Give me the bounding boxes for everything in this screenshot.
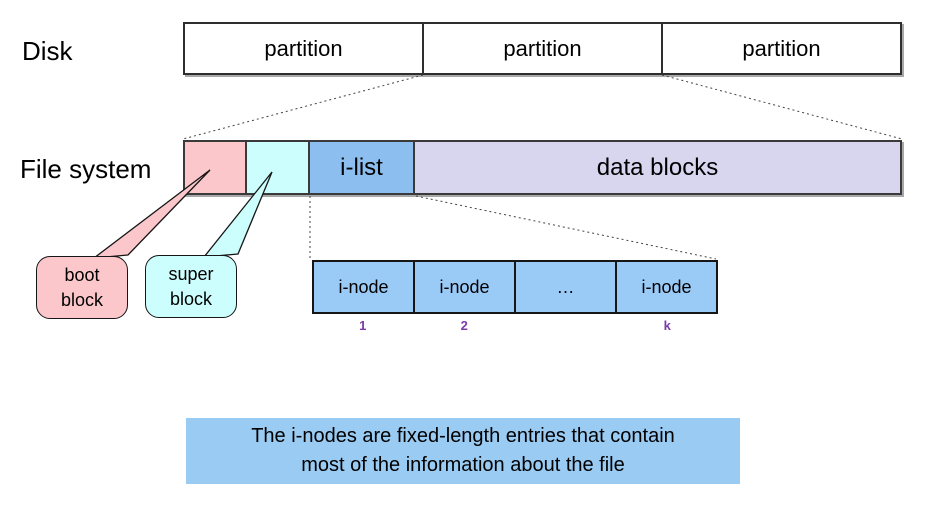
inode-cell-1: i-node (314, 262, 415, 312)
boot-block-callout: boot block (36, 256, 128, 319)
inode-note-line1: The i-nodes are fixed-length entries tha… (251, 425, 675, 447)
inode-index-row: 1 2 k (312, 318, 718, 333)
inode-index-1: 1 (359, 318, 367, 333)
data-blocks-segment-label: data blocks (596, 153, 719, 181)
partition-label: partition (503, 35, 582, 61)
data-blocks-segment: data blocks (415, 142, 900, 193)
ilist-to-inodes-right-dotted-line (415, 195, 717, 260)
inode-row: i-node i-node … i-node (312, 260, 718, 314)
inode-note-box: The i-nodes are fixed-length entries tha… (186, 418, 740, 484)
disk-box: partition partition partition (183, 22, 902, 75)
partition-label: partition (264, 35, 343, 61)
boot-callout-line2: block (60, 289, 104, 310)
inode-index-2: 2 (460, 318, 468, 333)
inode-cell-2: i-node (415, 262, 516, 312)
super-callout-line1: super (168, 264, 214, 285)
disk-to-fs-left-dotted-line (182, 74, 424, 140)
inode-note-line2: most of the information about the file (301, 454, 625, 476)
super-block-segment (247, 142, 310, 193)
inode-cell-k: i-node (617, 262, 716, 312)
inode-cell-label: i-node (641, 276, 692, 297)
inode-index-ellipsis (515, 318, 617, 333)
super-block-callout: super block (145, 255, 237, 318)
i-list-segment-label: i-list (340, 153, 383, 181)
disk-to-fs-right-dotted-line (661, 74, 903, 140)
inode-index-k: k (663, 318, 671, 333)
partition-cell-2: partition (424, 24, 663, 73)
file-system-bar: i-list data blocks (183, 140, 902, 195)
partition-cell-1: partition (185, 24, 424, 73)
inode-cell-ellipsis: … (516, 262, 617, 312)
disk-label: Disk (22, 36, 73, 66)
boot-block-segment (185, 142, 247, 193)
partition-cell-3: partition (663, 24, 900, 73)
inode-cell-label: i-node (439, 276, 490, 297)
i-list-segment: i-list (310, 142, 415, 193)
boot-callout-line1: boot (64, 265, 100, 286)
file-system-label: File system (20, 154, 152, 184)
inode-cell-label: … (556, 276, 575, 297)
inode-cell-label: i-node (338, 276, 389, 297)
partition-label: partition (742, 35, 821, 61)
super-callout-line2: block (169, 288, 213, 309)
